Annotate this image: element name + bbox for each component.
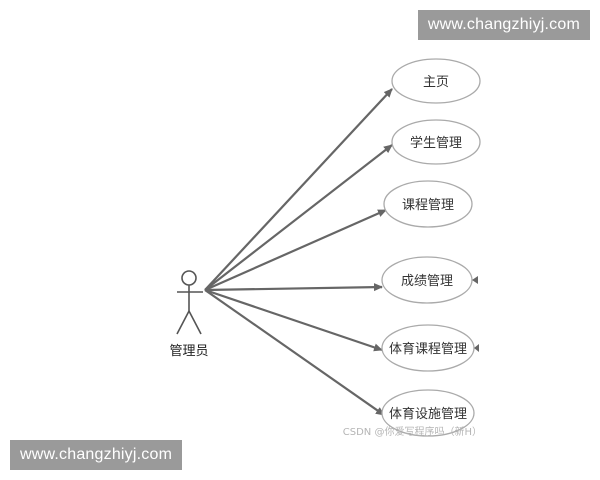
use-case-5: 体育课程管理: [381, 324, 479, 372]
actor-right-leg: [188, 310, 202, 335]
use-case-label: 体育设施管理: [389, 406, 467, 422]
actor-left-leg: [176, 310, 190, 335]
use-case-1: 主页: [391, 58, 481, 104]
use-case-ellipse: [383, 180, 473, 228]
csdn-watermark: CSDN @你爱写程序吗（新H）: [342, 427, 482, 438]
use-case-ellipse: [391, 119, 481, 165]
arrow-to-usecase-2: [204, 144, 393, 291]
use-case-3: 课程管理: [383, 180, 473, 228]
use-case-label: 体育课程管理: [389, 341, 467, 357]
use-case-label: 课程管理: [402, 198, 454, 213]
use-case-2: 学生管理: [391, 119, 481, 165]
associations: [204, 88, 393, 416]
ellipse-side-arrowhead: [474, 344, 479, 352]
ellipse-side-arrowhead: [472, 276, 478, 284]
arrow-to-usecase-3: [204, 208, 387, 292]
arrow-to-usecase-6: [204, 289, 385, 416]
use-case-4: 成绩管理: [381, 256, 478, 304]
arrow-to-usecase-5: [204, 288, 383, 352]
actor-head: [181, 270, 197, 286]
actor-label: 管理员: [169, 344, 208, 359]
use-case-label: 学生管理: [410, 135, 462, 151]
arrow-to-usecase-4: [204, 283, 383, 292]
use-case-ellipse: [391, 58, 481, 104]
use-case-6: 体育设施管理: [381, 389, 475, 437]
actor-figure: [176, 270, 203, 335]
use-case-label: 主页: [423, 75, 449, 90]
use-case-label: 成绩管理: [401, 274, 453, 289]
use-case-ellipse: [381, 389, 475, 437]
watermark-bottom: www.changzhiyj.com: [10, 440, 183, 470]
arrow-to-usecase-1: [204, 88, 393, 291]
watermark-top: www.changzhiyj.com: [417, 10, 590, 40]
